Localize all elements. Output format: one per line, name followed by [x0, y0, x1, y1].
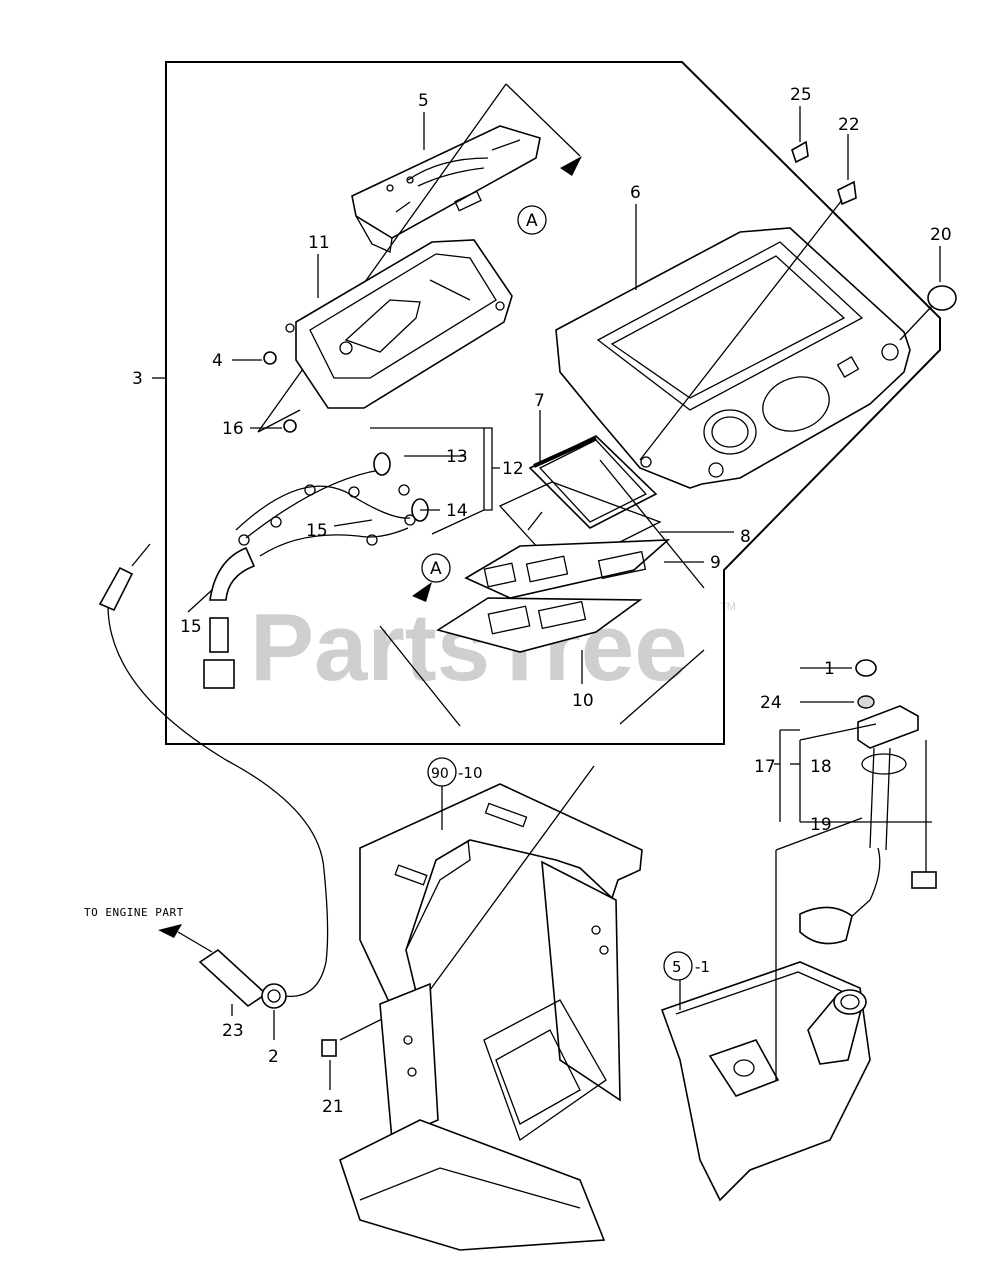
assembly-boundary [165, 61, 941, 745]
ref-a-bottom-circle [421, 553, 451, 583]
arrow-a-bottom [412, 582, 432, 602]
callout-labels: 1 2 3 4 5 6 7 8 9 10 11 12 13 14 15 15 1… [132, 85, 952, 1117]
screw-22 [639, 134, 857, 461]
ref-a-bottom: A [430, 559, 442, 579]
screw-25 [791, 106, 809, 164]
callout-18: 18 [810, 757, 832, 777]
callout-25: 25 [790, 85, 812, 105]
frame-9 [464, 539, 671, 599]
callout-22: 22 [838, 115, 860, 135]
callout-8: 8 [740, 527, 751, 547]
callout-20: 20 [930, 225, 952, 245]
to-engine-note: TO ENGINE PART [84, 906, 184, 919]
ref-5: 5 [672, 958, 682, 976]
callout-16: 16 [222, 419, 244, 439]
bracket-17 [774, 729, 800, 822]
fuel-sender [790, 659, 937, 945]
fuel-tank [660, 817, 871, 1202]
watermark-trademark: TM [720, 601, 736, 613]
callout-7: 7 [534, 391, 545, 411]
ref-90: 90 [431, 766, 449, 782]
callout-15-b: 15 [180, 617, 202, 637]
meter-panel [351, 125, 541, 253]
callout-5: 5 [418, 91, 429, 111]
speedometer-cable [98, 543, 329, 998]
callout-21: 21 [322, 1097, 344, 1117]
wire-harness [203, 427, 485, 689]
bracket-12 [484, 427, 500, 511]
drive-adapter-23 [198, 948, 268, 1016]
arrow-a-top [560, 156, 582, 176]
callout-3: 3 [132, 369, 143, 389]
callout-14: 14 [446, 501, 468, 521]
frame-structure [339, 765, 643, 1251]
to-engine-leader [177, 931, 213, 953]
callout-24: 24 [760, 693, 782, 713]
screw-16 [250, 419, 297, 433]
callout-19: 19 [810, 815, 832, 835]
dash-panel [555, 227, 911, 489]
callout-17: 17 [754, 757, 776, 777]
callout-13: 13 [446, 447, 468, 467]
section-a-frame-bottom [379, 459, 705, 727]
meter-housing [285, 239, 513, 409]
callout-4: 4 [212, 351, 223, 371]
callout-9: 9 [710, 553, 721, 573]
ref-5-suffix: -1 [695, 958, 710, 976]
ref-a-top-circle [517, 205, 547, 235]
callout-23: 23 [222, 1021, 244, 1041]
callout-10: 10 [572, 691, 594, 711]
ref-a-top: A [526, 211, 538, 231]
frame-10 [436, 597, 643, 653]
callout-15-a: 15 [306, 521, 328, 541]
ref-5-circle [663, 951, 693, 981]
ref-90-suffix: -10 [458, 764, 483, 782]
to-engine-arrow [158, 924, 182, 938]
screw-4 [232, 351, 277, 365]
callout-12: 12 [502, 459, 524, 479]
nut-2 [261, 983, 287, 1040]
callout-6: 6 [630, 183, 641, 203]
callout-11: 11 [308, 233, 330, 253]
leader-lines [187, 112, 734, 684]
cap-20 [899, 246, 957, 341]
callout-2: 2 [268, 1047, 279, 1067]
glass-lens [528, 435, 658, 529]
callout-1: 1 [824, 659, 835, 679]
